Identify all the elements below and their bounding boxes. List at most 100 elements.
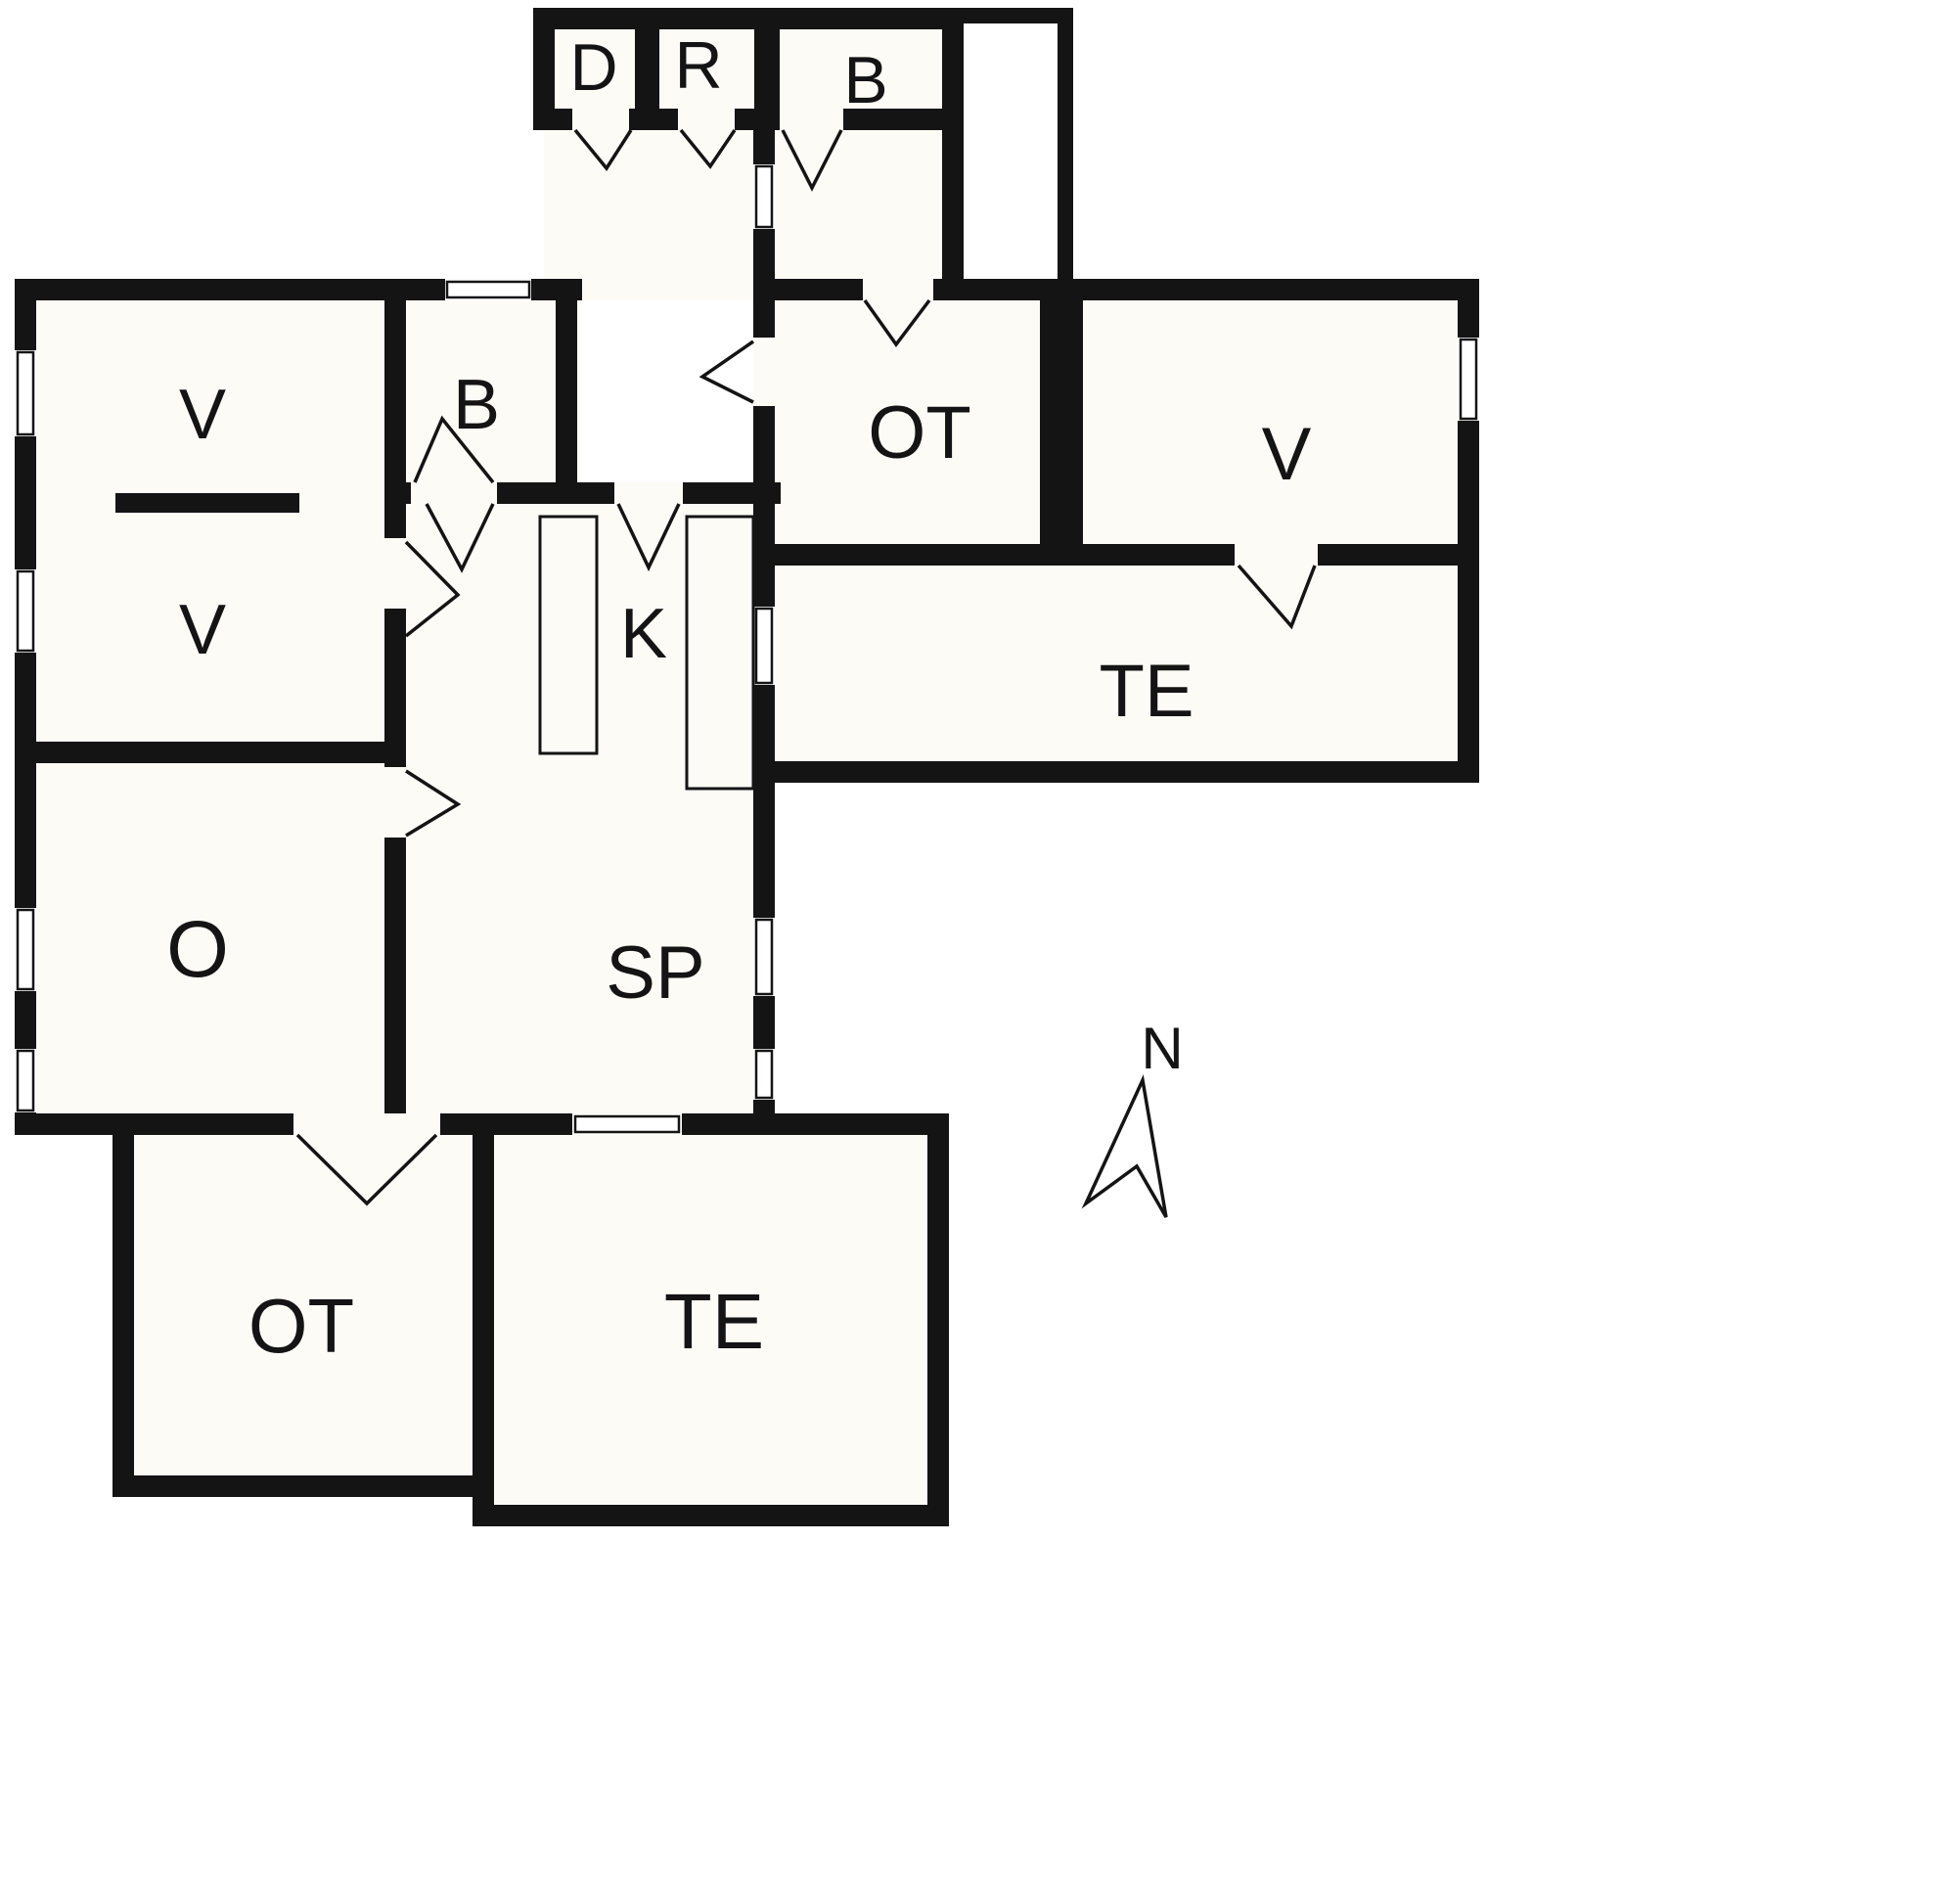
window-frame (1459, 338, 1478, 421)
room-label-ot-east: OT (868, 391, 971, 475)
window-gap (15, 569, 36, 653)
window (572, 1113, 682, 1135)
windows (15, 164, 1479, 1135)
window (753, 918, 775, 996)
wall (473, 1135, 494, 1526)
door-swing (425, 503, 495, 573)
north-arrow-icon (1081, 1074, 1168, 1218)
window-gap (572, 1113, 682, 1135)
door-swing (295, 1133, 438, 1206)
window-frame (754, 1049, 774, 1100)
room-label-b-annex: B (843, 43, 887, 117)
door-swing (616, 503, 681, 572)
room-label-k: K (620, 595, 667, 673)
wall (753, 300, 775, 1135)
wall (533, 8, 964, 29)
door-opening (863, 279, 933, 300)
wall (556, 279, 577, 504)
wall (113, 1135, 134, 1497)
window-frame (445, 280, 531, 299)
wall (942, 8, 964, 300)
kitchen-fixtures (538, 515, 755, 791)
window (15, 908, 36, 991)
door-opening (384, 538, 406, 609)
wall (1058, 8, 1073, 300)
room-label-ot-south: OT (248, 1283, 354, 1369)
room-label-v-upper: V (179, 376, 226, 454)
window-frame (16, 350, 35, 436)
door-swing (863, 298, 931, 347)
floor-main-west (25, 290, 580, 1124)
floors (25, 18, 1468, 1516)
door-opening (753, 338, 775, 406)
door-opening (678, 109, 735, 130)
door-opening (384, 767, 406, 838)
kitchen-counter (538, 515, 599, 755)
wall (1040, 279, 1083, 566)
room-label-o: O (166, 905, 229, 994)
compass-north-label: N (1141, 1016, 1183, 1081)
window (15, 569, 36, 653)
wall (15, 279, 582, 300)
door-openings (293, 109, 1318, 1135)
window-gap (753, 918, 775, 996)
wall (843, 109, 942, 130)
door-opening (293, 1113, 440, 1135)
window-frame (573, 1114, 681, 1134)
kitchen-counter (685, 515, 755, 791)
window (15, 1049, 36, 1112)
wall (753, 761, 1479, 783)
door-swing (679, 128, 737, 169)
door-opening (1235, 544, 1318, 566)
room-label-te-south: TE (664, 1278, 764, 1365)
wall (753, 544, 1061, 566)
door-swing (405, 769, 462, 838)
room-label-te-east: TE (1099, 650, 1194, 733)
wall (533, 8, 555, 130)
room-label-d: D (569, 30, 617, 105)
window-gap (445, 279, 531, 300)
wall (753, 1113, 949, 1135)
door-swing (1237, 564, 1317, 630)
door-opening (614, 482, 683, 504)
door-swing (781, 129, 843, 192)
wall (753, 279, 1479, 300)
wall (927, 1135, 949, 1526)
window-frame (16, 569, 35, 653)
wall (384, 279, 406, 763)
window (753, 607, 775, 685)
wall (15, 742, 406, 763)
window-gap (753, 164, 775, 229)
window-gap (15, 350, 36, 436)
window (1458, 338, 1479, 421)
wall (754, 8, 780, 130)
door-opening (411, 482, 497, 504)
window (15, 350, 36, 436)
door-swing (573, 128, 633, 171)
wall-room-divider (115, 493, 299, 513)
wall (1458, 279, 1479, 566)
room-label-r: R (674, 28, 722, 103)
window (753, 1049, 775, 1100)
wall (113, 1475, 494, 1497)
window-gap (753, 1049, 775, 1100)
compass: N (1081, 1016, 1184, 1218)
wall (964, 8, 1073, 23)
room-label-b-main: B (453, 366, 500, 444)
door-swing (404, 540, 461, 638)
door-opening (572, 109, 629, 130)
floor-east-wing (764, 290, 1468, 772)
door-swings (295, 128, 1317, 1206)
window-frame (16, 1049, 35, 1112)
wall (473, 1505, 949, 1526)
window-frame (754, 164, 774, 229)
door-swing (698, 340, 754, 404)
wall (1458, 566, 1479, 783)
window-frame (754, 918, 774, 996)
window-gap (1458, 338, 1479, 421)
window-frame (754, 607, 774, 685)
room-labels: D R B V V B K OT V TE O SP OT TE (166, 28, 1312, 1369)
wall (384, 742, 406, 1135)
